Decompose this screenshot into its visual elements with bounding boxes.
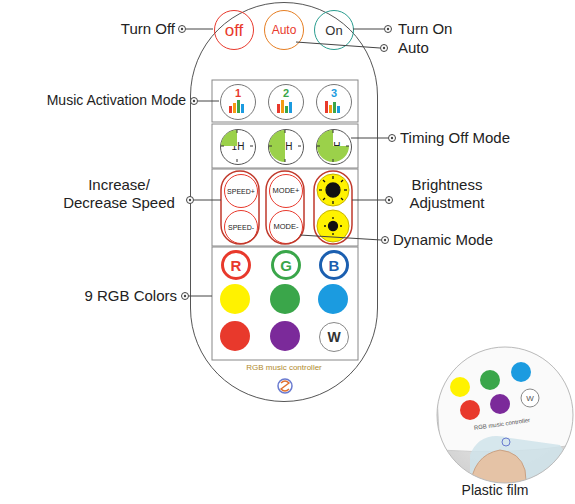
inset-text: RGB music controller	[462, 414, 542, 434]
brightness-button	[317, 210, 349, 242]
callout-label: Brightness Adjustment	[397, 176, 497, 212]
remote-button: On	[314, 10, 354, 50]
timer-wedge	[221, 130, 349, 162]
color-button	[220, 284, 250, 314]
remote-button: SPEED-	[224, 210, 258, 244]
leader-marker	[179, 26, 396, 300]
sun-icon	[319, 176, 347, 235]
remote-button: 2	[268, 84, 304, 120]
leader-line	[186, 29, 388, 296]
button-label: 1	[235, 88, 241, 99]
column-oval	[266, 171, 304, 244]
brand-text: RGB music controller	[191, 363, 377, 372]
remote-button: Auto	[264, 10, 304, 50]
button-label: off	[225, 22, 244, 39]
button-label: SPEED+	[227, 188, 255, 195]
row-frame	[212, 80, 358, 122]
remote-button: off	[214, 10, 254, 50]
row-frame	[212, 124, 358, 168]
callout-label: Auto	[398, 39, 478, 57]
photo-caption: Plastic film	[440, 482, 550, 499]
remote-button: 1	[220, 84, 256, 120]
button-label: 2	[283, 88, 289, 99]
remote-button: 1H	[220, 129, 256, 165]
button-label: G	[280, 258, 292, 273]
remote-button: B	[319, 250, 349, 280]
button-label: Auto	[272, 24, 297, 36]
brand-logo	[278, 379, 292, 393]
button-label: 2H	[280, 142, 293, 152]
remote-button: SPEED+	[224, 174, 258, 208]
leader-marker-dot	[181, 28, 393, 297]
column-oval	[221, 171, 259, 244]
row-frame	[212, 169, 358, 246]
button-label: SPEED-	[228, 224, 254, 231]
remote-body: RGB music controller off Auto On 1 2 3 1H 2H 3H SP…	[190, 2, 378, 402]
button-label: MODE+	[273, 187, 300, 195]
button-label: 3H	[328, 142, 341, 152]
remote-button: MODE+	[269, 174, 303, 208]
remote-button: 2H	[268, 129, 304, 165]
remote-button: 3	[316, 84, 352, 120]
button-label: 1H	[232, 142, 245, 152]
inset-photo	[430, 340, 575, 490]
inset-border	[437, 347, 573, 483]
remote-button: W	[319, 322, 349, 352]
remote-button: 3H	[316, 129, 352, 165]
callout-label: Turn On	[398, 20, 518, 38]
inset-text: W	[524, 393, 536, 404]
callout-label: 9 RGB Colors	[50, 287, 177, 305]
button-label: MODE-	[274, 223, 299, 231]
callout-label: Increase/ Decrease Speed	[60, 176, 178, 212]
music-bars	[229, 100, 340, 113]
color-button	[270, 321, 300, 351]
callout-label: Music Activation Mode	[0, 92, 186, 109]
color-button	[318, 284, 348, 314]
remote-button: G	[271, 250, 301, 280]
button-label: W	[327, 330, 340, 344]
button-label: 3	[331, 88, 337, 99]
row-frame	[212, 247, 358, 360]
column-oval	[314, 171, 352, 244]
color-button	[270, 284, 300, 314]
button-label: B	[329, 258, 340, 273]
remote-button: R	[221, 250, 251, 280]
callout-label: Timing Off Mode	[400, 129, 570, 147]
button-label: On	[325, 24, 342, 37]
timer-ticks	[221, 130, 349, 162]
callout-label: Turn Off	[85, 20, 175, 38]
callout-label: Dynamic Mode	[393, 231, 543, 249]
brightness-button	[317, 174, 349, 206]
button-label: R	[231, 258, 242, 273]
remote-button: MODE-	[269, 210, 303, 244]
color-button	[220, 321, 250, 351]
